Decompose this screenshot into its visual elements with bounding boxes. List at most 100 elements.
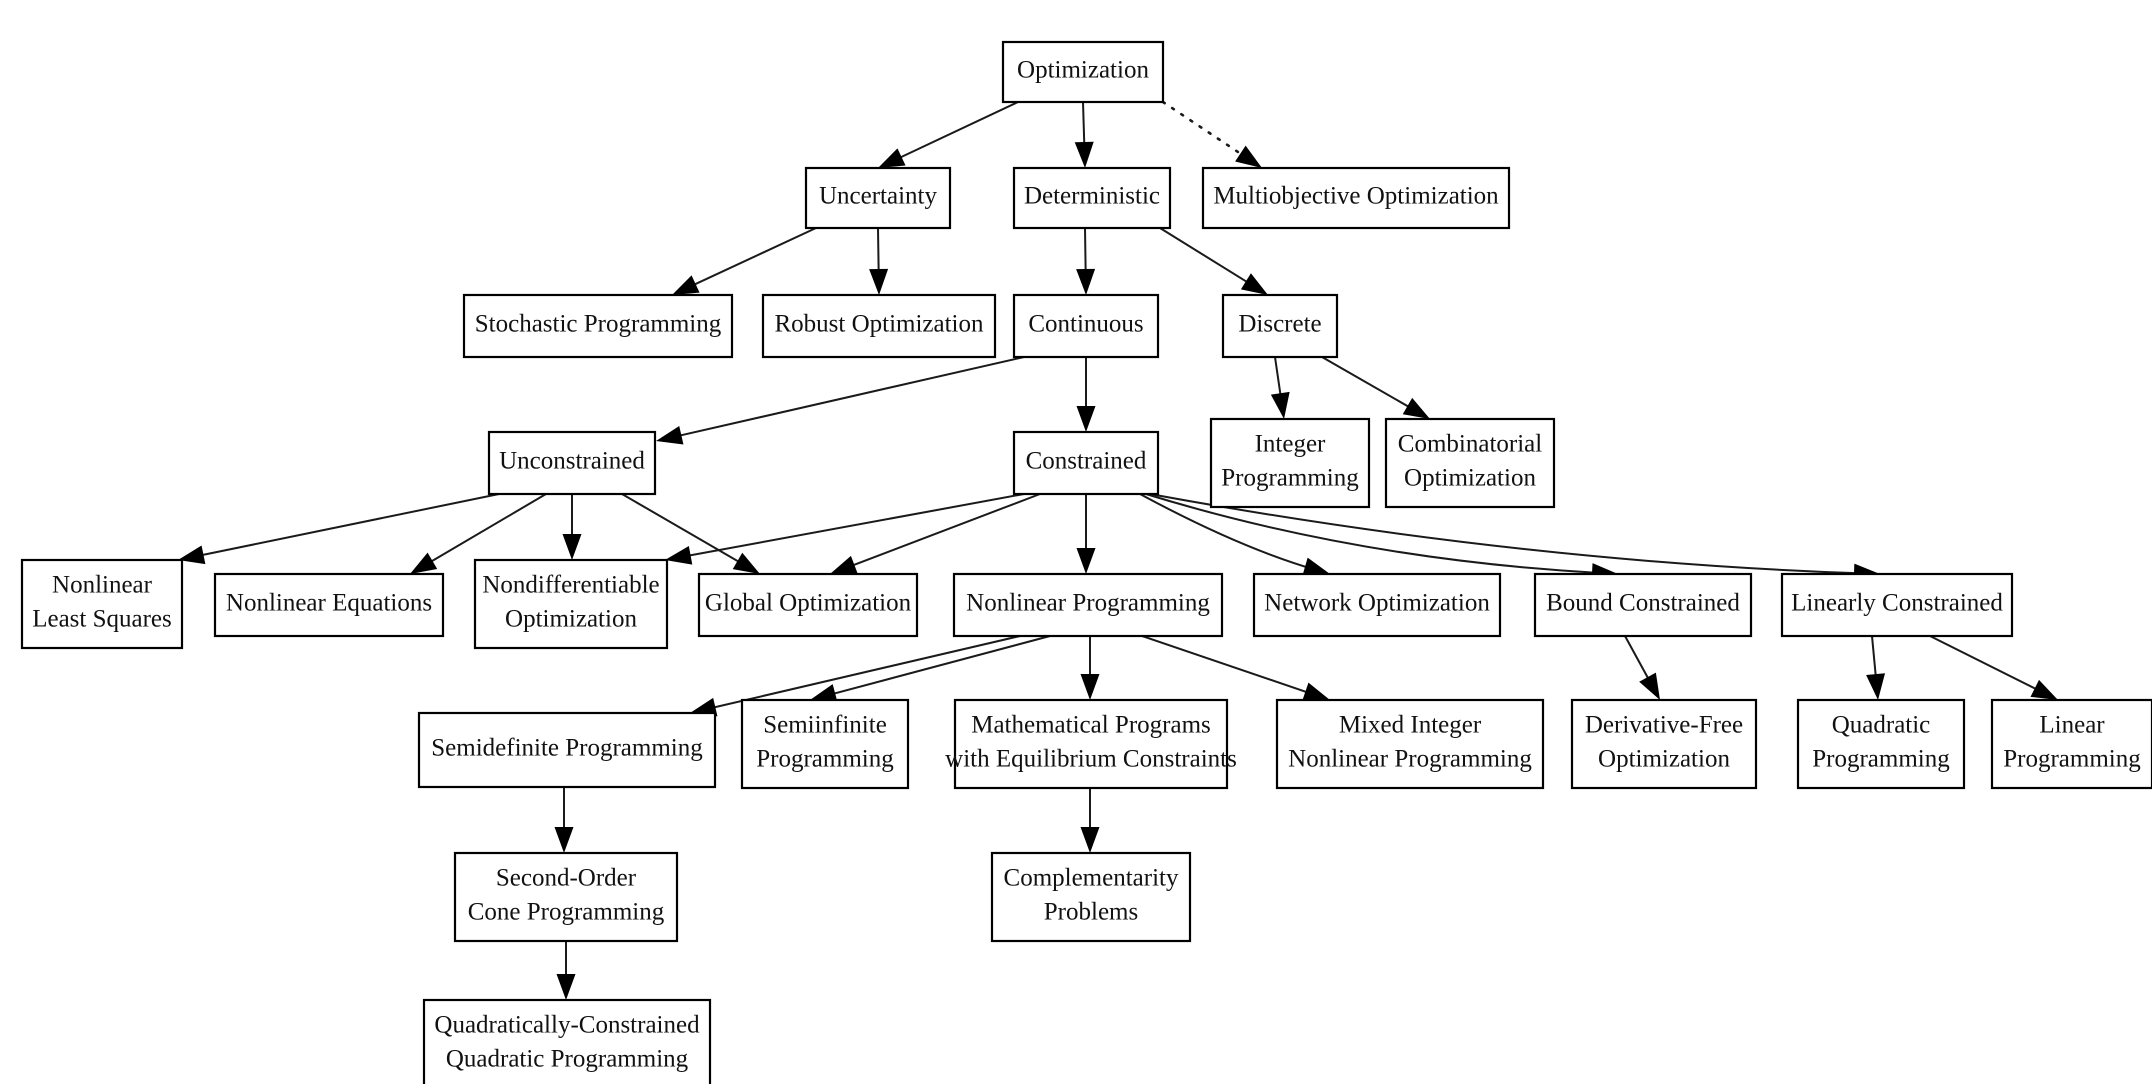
node-box[interactable] <box>453 851 679 943</box>
arrow-head-icon <box>2030 679 2058 700</box>
node-box[interactable] <box>1012 430 1160 496</box>
node-box[interactable] <box>417 711 717 789</box>
arrow-head-icon <box>556 974 576 1000</box>
edge-unconstrained-to-nleq <box>410 493 547 574</box>
node-box[interactable] <box>761 293 997 359</box>
node-box[interactable] <box>953 698 1229 790</box>
node-box[interactable] <box>487 430 657 496</box>
node-nleq[interactable]: Nonlinear Equations <box>213 572 445 638</box>
node-box[interactable] <box>1201 166 1511 230</box>
node-box[interactable] <box>1384 417 1556 509</box>
arrow-head-icon <box>1074 141 1094 168</box>
node-constrained[interactable]: Constrained <box>1012 430 1160 496</box>
node-box[interactable] <box>952 572 1224 638</box>
node-box[interactable] <box>20 558 184 650</box>
node-label: Optimization <box>505 606 637 633</box>
arrow-head-icon <box>878 148 906 168</box>
edge-lin-constrained-to-qp <box>1866 635 1886 700</box>
node-box[interactable] <box>1001 40 1165 104</box>
node-box[interactable] <box>1275 698 1545 790</box>
node-box[interactable] <box>1780 572 2014 638</box>
edge-discrete-to-combinatorial <box>1321 356 1430 419</box>
arrow-head-icon <box>672 275 700 295</box>
node-box[interactable] <box>1796 698 1966 790</box>
edge-line <box>823 635 1051 698</box>
node-continuous[interactable]: Continuous <box>1012 293 1160 359</box>
node-box[interactable] <box>697 572 919 638</box>
node-network-opt[interactable]: Network Optimization <box>1252 572 1502 638</box>
edge-mpec-to-complementarity <box>1080 788 1100 853</box>
node-box[interactable] <box>1012 293 1160 359</box>
node-label: Linear <box>2039 712 2105 739</box>
arrow-head-icon <box>410 552 438 574</box>
arrow-head-icon <box>554 827 574 853</box>
node-robust[interactable]: Robust Optimization <box>761 293 997 359</box>
node-box[interactable] <box>1570 698 1758 790</box>
node-box[interactable] <box>1209 417 1371 509</box>
node-box[interactable] <box>473 558 669 650</box>
edge-line <box>678 493 1025 559</box>
node-box[interactable] <box>740 698 910 790</box>
edge-optimization-to-deterministic <box>1074 101 1094 168</box>
arrow-head-icon <box>1302 682 1330 701</box>
node-nlp[interactable]: Nonlinear Programming <box>952 572 1224 638</box>
arrow-head-icon <box>562 534 582 560</box>
arrow-head-icon <box>1076 268 1096 295</box>
node-bound-constrained[interactable]: Bound Constrained <box>1533 572 1753 638</box>
node-box[interactable] <box>213 572 445 638</box>
edge-unconstrained-to-nondiff <box>562 494 582 560</box>
node-box[interactable] <box>462 293 734 359</box>
edge-nlp-to-minlp <box>1141 635 1330 701</box>
node-box[interactable] <box>804 166 952 230</box>
edge-continuous-to-unconstrained <box>656 356 1025 445</box>
node-box[interactable] <box>1252 572 1502 638</box>
node-optimization[interactable]: Optimization <box>1001 40 1165 104</box>
node-uncertainty[interactable]: Uncertainty <box>804 166 952 230</box>
node-label: Quadratic <box>1832 712 1931 739</box>
edge-unconstrained-to-nls <box>178 493 500 565</box>
node-box[interactable] <box>1221 293 1339 359</box>
node-box[interactable] <box>1012 166 1172 230</box>
edge-optimization-to-multiobjective <box>1161 100 1262 168</box>
node-deterministic[interactable]: Deterministic <box>1012 166 1172 230</box>
node-global-opt[interactable]: Global Optimization <box>697 572 919 638</box>
node-label: Nonlinear Programming <box>966 590 1210 617</box>
node-lin-constrained[interactable]: Linearly Constrained <box>1780 572 2014 638</box>
edge-socp-to-qcqp <box>556 941 576 1000</box>
node-stochastic[interactable]: Stochastic Programming <box>462 293 734 359</box>
node-box[interactable] <box>422 998 712 1084</box>
edge-discrete-to-integer-prog <box>1270 356 1290 419</box>
node-label: Combinatorial <box>1398 431 1542 458</box>
node-box[interactable] <box>990 851 1192 943</box>
node-label: Mathematical Programs <box>971 712 1211 739</box>
node-box[interactable] <box>1533 572 1753 638</box>
edge-line <box>1139 493 1317 571</box>
edge-line <box>684 227 817 290</box>
arrow-head-icon <box>1639 672 1660 700</box>
edge-continuous-to-constrained <box>1076 357 1096 432</box>
arrow-head-icon <box>178 545 206 565</box>
arrow-head-icon <box>1076 406 1096 432</box>
node-discrete[interactable]: Discrete <box>1221 293 1339 359</box>
node-sdp[interactable]: Semidefinite Programming <box>417 711 717 789</box>
node-box[interactable] <box>1990 698 2152 790</box>
node-label: Mixed Integer <box>1339 712 1482 739</box>
node-multiobjective[interactable]: Multiobjective Optimization <box>1201 166 1511 230</box>
node-unconstrained[interactable]: Unconstrained <box>487 430 657 496</box>
node-label: Uncertainty <box>819 183 938 210</box>
edge-constrained-to-global-opt <box>830 493 1041 574</box>
